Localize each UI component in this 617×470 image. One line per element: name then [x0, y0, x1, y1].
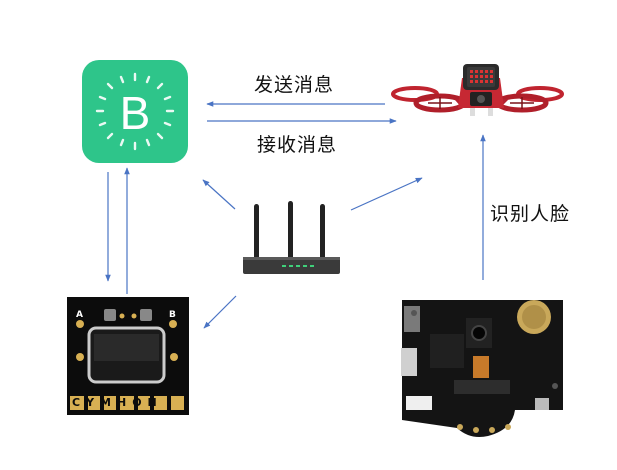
- arrows: [105, 101, 486, 329]
- drone-icon: [391, 64, 564, 116]
- arrow-router-to-blynk: [202, 179, 236, 210]
- arrow-router-to-board: [203, 295, 237, 329]
- face-recognition-label: 识别人脸: [490, 203, 571, 225]
- mpython-board-icon: [67, 297, 189, 415]
- board-pin-b-label: B: [169, 310, 176, 320]
- send-message-label: 发送消息: [254, 74, 335, 96]
- router-icon: [243, 201, 340, 274]
- board-brand-label: CYMHON: [72, 396, 163, 409]
- receive-message-label: 接收消息: [257, 134, 338, 156]
- blynk-logo-letter: B: [119, 86, 151, 139]
- camera-module-icon: [401, 300, 563, 437]
- blynk-logo-icon: [82, 60, 188, 163]
- board-pin-a-label: A: [76, 310, 83, 320]
- arrow-router-to-drone: [350, 177, 423, 211]
